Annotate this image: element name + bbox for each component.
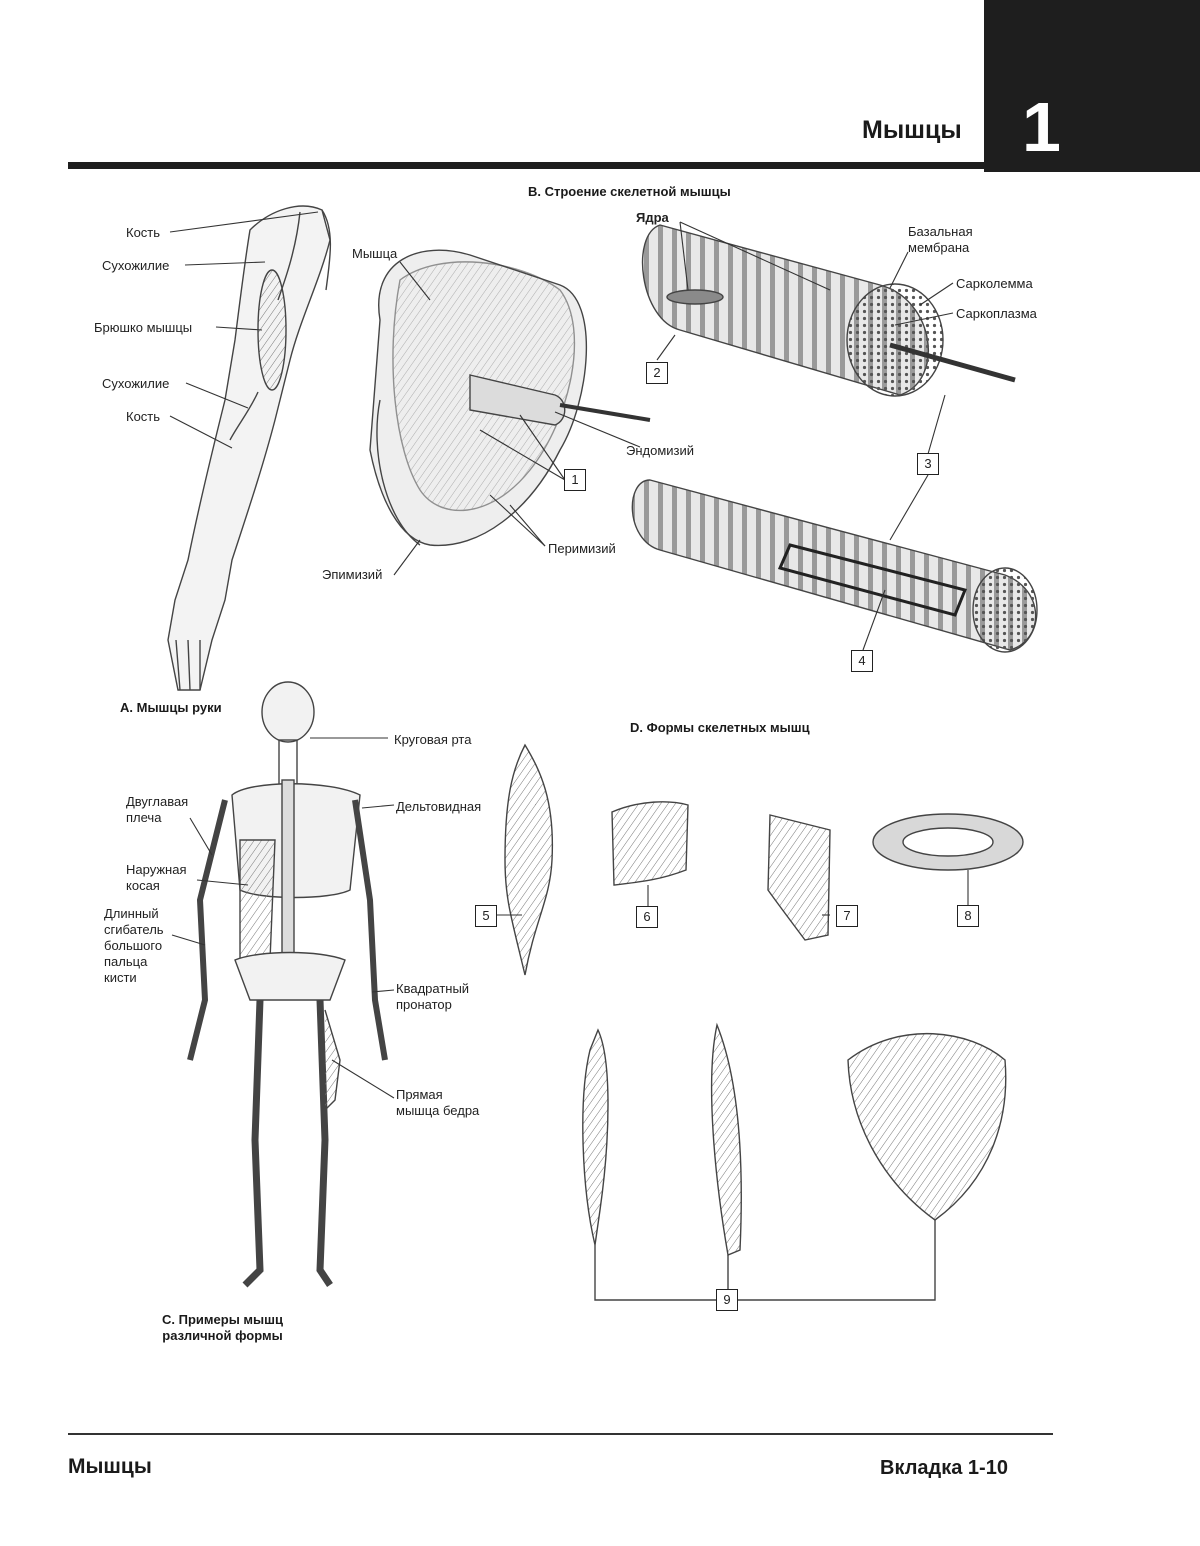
label-oblique-1: Наружная: [126, 862, 187, 877]
fusiform-muscle-5: [504, 743, 554, 976]
muscle-cross-section: [369, 249, 651, 547]
sphincter-muscle-8: [872, 813, 1024, 871]
section-b-title: В. Строение скелетной мышцы: [528, 184, 731, 199]
label-basal-membrane-2: мембрана: [908, 240, 970, 255]
label-bone-top: Кость: [126, 225, 161, 240]
number-box-1: 1: [564, 469, 586, 491]
label-flexor-3: большого: [104, 938, 163, 953]
number-box-5: 5: [475, 905, 497, 927]
number-box-7: 7: [836, 905, 858, 927]
number-box-2: 2: [646, 362, 668, 384]
section-c-title-line1: С. Примеры мышц: [162, 1312, 283, 1327]
label-sarcoplasm: Саркоплазма: [956, 306, 1037, 321]
arm-illustration: [167, 205, 332, 691]
label-biceps-2: плеча: [126, 810, 162, 825]
label-flexor-2: сгибатель: [104, 922, 164, 937]
label-rectus-1: Прямая: [396, 1087, 443, 1102]
label-muscle-belly: Брюшко мышцы: [94, 320, 193, 335]
footer-title: Мышцы: [68, 1455, 152, 1478]
section-c-title: С. Примеры мышц различной формы: [140, 1312, 305, 1343]
label-flexor-4: пальца: [104, 954, 148, 969]
number-box-3: 3: [917, 453, 939, 475]
section-c-title-line2: различной формы: [162, 1327, 283, 1343]
label-tendon-bottom: Сухожилие: [102, 376, 170, 391]
label-flexor-1: Длинный: [104, 906, 159, 921]
number-box-9: 9: [716, 1289, 738, 1311]
chapter-number: 1: [1022, 88, 1061, 166]
label-oblique-2: косая: [126, 878, 160, 893]
label-orbicularis: Круговая рта: [394, 732, 472, 747]
number-box-4: 4: [851, 650, 873, 672]
label-flexor-5: кисти: [104, 970, 137, 985]
leader-lines: [169, 211, 969, 1099]
pennate-muscle-7: [767, 814, 831, 941]
label-epimysium: Эпимизий: [322, 567, 383, 582]
section-d-title: D. Формы скелетных мышц: [630, 720, 810, 735]
label-sarcolemma: Сарколемма: [956, 276, 1033, 291]
header-rule: [68, 162, 988, 169]
label-bone-bottom: Кость: [126, 409, 161, 424]
label-pronator-2: пронатор: [396, 997, 452, 1012]
label-muscle: Мышца: [352, 246, 398, 261]
label-nuclei: Ядра: [636, 210, 669, 225]
myofibril-illustration: [631, 479, 1038, 653]
shapes-9-group: [582, 1022, 1007, 1301]
section-a-title: А. Мышцы руки: [120, 700, 222, 715]
number-box-8: 8: [957, 905, 979, 927]
chapter-title: Мышцы: [862, 116, 962, 144]
label-pronator-1: Квадратный: [396, 981, 470, 996]
chapter-number-box: [984, 0, 1200, 172]
skeleton-illustration: [187, 681, 388, 1288]
label-basal-membrane-1: Базальная: [908, 224, 973, 239]
label-perimysium: Перимизий: [548, 541, 616, 556]
muscle-fiber-illustration: [641, 224, 1016, 397]
label-tendon-top: Сухожилие: [102, 258, 170, 273]
footer-rule: [68, 1433, 1053, 1435]
footer-page-label: Вкладка 1-10: [880, 1457, 1008, 1479]
label-rectus-2: мышца бедра: [396, 1103, 480, 1118]
flat-muscle-6: [611, 801, 689, 886]
number-box-6: 6: [636, 906, 658, 928]
label-biceps-1: Двуглавая: [126, 794, 189, 809]
label-endomysium: Эндомизий: [626, 443, 695, 458]
label-deltoid: Дельтовидная: [396, 799, 482, 814]
